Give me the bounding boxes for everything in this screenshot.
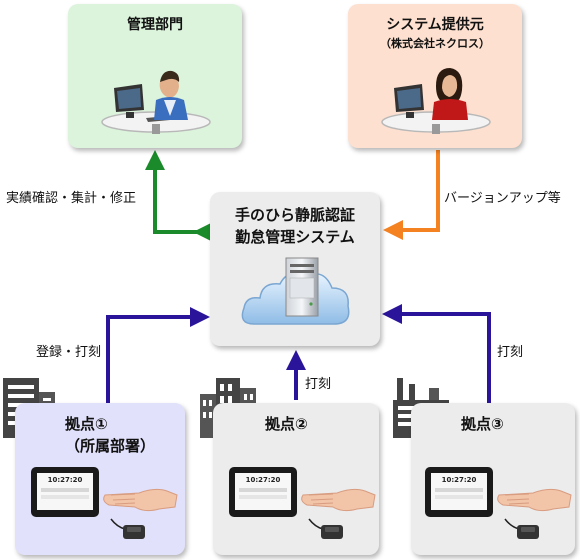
site1-node: 拠点① （所属部署） 10:27:20 xyxy=(15,403,185,555)
system-title-line2: 勤怠管理システム xyxy=(235,228,355,246)
site1-terminal: 10:27:20 xyxy=(31,467,99,517)
site2-clock: 10:27:20 xyxy=(245,476,281,484)
management-node: 管理部門 xyxy=(68,4,242,148)
site1-edge-label: 登録・打刻 xyxy=(36,345,102,360)
provider-title: システム提供元 xyxy=(386,17,484,33)
mgmt-edge-label: 実績確認・集計・修正 xyxy=(6,191,137,206)
support-staff-icon xyxy=(381,68,491,134)
site3-terminal-screen: 10:27:20 xyxy=(431,473,487,510)
site1-screen-row xyxy=(41,488,89,492)
site3-clock: 10:27:20 xyxy=(441,476,477,484)
site2-terminal: 10:27:20 xyxy=(229,467,297,517)
office-worker-icon xyxy=(101,70,211,134)
site2-edge-label: 打刻 xyxy=(305,377,332,392)
system-node: 手のひら静脈認証 勤怠管理システム xyxy=(210,192,380,346)
site1-screen-row xyxy=(41,495,89,499)
palm-scanner-icon xyxy=(301,488,376,539)
palm-scanner-icon xyxy=(103,488,178,539)
site3-screen-row xyxy=(435,495,483,499)
provider-node: システム提供元 （株式会社ネクロス） xyxy=(348,4,522,148)
site3-node: 拠点③ 10:27:20 xyxy=(411,403,575,555)
cloud-server-icon xyxy=(241,257,350,325)
site2-screen-row xyxy=(239,488,287,492)
mgmt-arrow xyxy=(145,150,213,242)
provider-subtitle: （株式会社ネクロス） xyxy=(380,37,490,50)
site1-arrow xyxy=(106,307,210,403)
site3-title: 拠点③ xyxy=(461,415,504,433)
site1-terminal-screen: 10:27:20 xyxy=(37,473,93,510)
site1-subtitle: （所属部署） xyxy=(65,437,156,455)
site2-node: 拠点② 10:27:20 xyxy=(213,403,379,555)
palm-scanner-icon xyxy=(497,488,572,539)
site3-edge-label: 打刻 xyxy=(497,345,524,360)
site1-title: 拠点① xyxy=(65,415,108,433)
provider-arrow xyxy=(383,150,440,240)
site3-terminal: 10:27:20 xyxy=(425,467,493,517)
site1-clock: 10:27:20 xyxy=(47,476,83,484)
management-title: 管理部門 xyxy=(127,17,183,33)
site2-title: 拠点② xyxy=(265,415,308,433)
site3-arrow xyxy=(382,304,491,403)
site3-screen-row xyxy=(435,488,483,492)
provider-edge-label: バージョンアップ等 xyxy=(444,191,561,206)
site2-screen-row xyxy=(239,495,287,499)
site2-terminal-screen: 10:27:20 xyxy=(235,473,291,510)
system-title-line1: 手のひら静脈認証 xyxy=(234,206,355,224)
